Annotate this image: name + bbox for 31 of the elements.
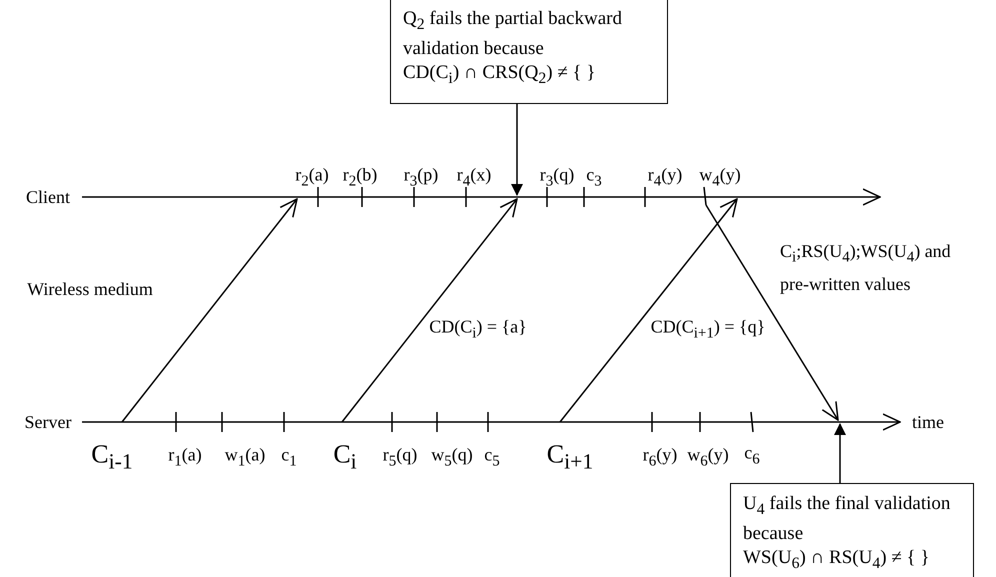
operation-label: time [912, 411, 944, 433]
operation-label: r$_{5}$(q) [382, 444, 418, 472]
callout-box: U$_{4}$ fails the final validation because WS(U$_{6}$) ∩ RS(U$_{4}$) ≠ { } [730, 483, 974, 577]
timeline-label: Server [24, 411, 72, 433]
operation-label: CD(C$_{i+1}$) = {q} [650, 316, 766, 344]
operation-label: w$_{4}$(y) [699, 164, 741, 192]
operation-label: Wireless medium [27, 278, 153, 300]
operation-label: r$_{4}$(y) [648, 164, 682, 192]
operation-label: C$_{i-1}$ [91, 443, 133, 473]
timeline-label: Client [26, 186, 70, 208]
operation-label: c$_{1}$ [281, 444, 297, 472]
operation-label: r$_{4}$(x) [456, 164, 492, 192]
operation-label: r$_{6}$(y) [642, 444, 678, 472]
operation-label: c$_{3}$ [586, 164, 602, 192]
operation-label: w$_{1}$(a) [224, 444, 266, 472]
operation-label: r$_{2}$(b) [342, 164, 378, 192]
callout-box: Q$_{2}$ fails the partial backward validation because CD(C$_{i}$) ∩ CRS(Q$_{2}$) ≠ { } [390, 0, 668, 104]
operation-label: r$_{3}$(p) [404, 164, 438, 192]
operation-label: c$_{6}$ [744, 442, 760, 470]
operation-label: r$_{1}$(a) [168, 444, 202, 472]
operation-label: w$_{6}$(y) [687, 444, 729, 472]
operation-label: r$_{3}$(q) [540, 164, 574, 192]
operation-label: r$_{2}$(a) [295, 164, 329, 192]
operation-label: w$_{5}$(q) [431, 444, 473, 472]
operation-label: c$_{5}$ [484, 444, 500, 472]
operation-label: C$_{i+1}$ [546, 443, 594, 473]
callout-arrow [834, 423, 846, 483]
callout-arrow [511, 104, 523, 196]
operation-label: C$_{i}$ [333, 443, 357, 473]
operation-label: CD(C$_{i}$) = {a} [429, 316, 527, 344]
message-label: C$_{i}$;RS(U$_{4}$);WS(U$_{4}$) and pre-written values [780, 240, 952, 296]
